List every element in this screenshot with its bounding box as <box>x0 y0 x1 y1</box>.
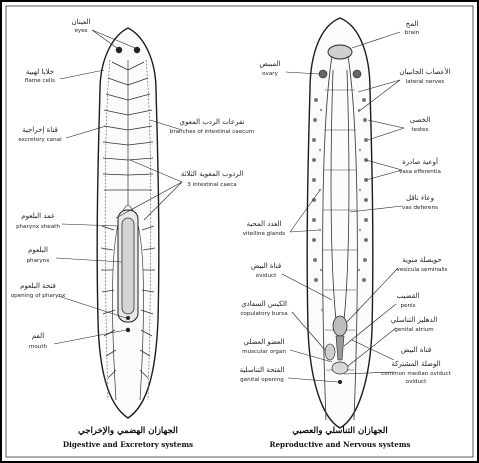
label-genital-opening-ar: الفتحة التناسلية <box>240 366 285 374</box>
label-caeca-en: 3 intestinal caeca <box>187 182 237 188</box>
ovary-left <box>319 70 327 78</box>
pharynx <box>122 218 134 314</box>
reproductive-nervous-worm <box>307 18 373 428</box>
label-pharynx-sheath-ar: غمد البلعوم <box>21 212 55 220</box>
caption-right-ar: الجهازان التناسلي والعصبي <box>292 425 387 436</box>
label-brain-en: brain <box>405 30 420 36</box>
label-oviduct-en: oviduct <box>256 273 277 279</box>
label-vas-deferens-en: vas deferens <box>402 205 438 211</box>
label-muscular-organ-ar: العضو العضلي <box>243 338 284 346</box>
genital-opening <box>338 380 342 384</box>
label-flame-cells-ar: خلايا لهبية <box>26 68 54 76</box>
label-flame-cells-en: flame cells <box>25 78 55 84</box>
ovary-right <box>353 70 361 78</box>
label-vesicula-ar: حويصلة منوية <box>402 256 441 264</box>
label-lateral-nerves-ar: الأعصاب الجانبيان <box>399 67 450 76</box>
copulatory-bursa <box>325 344 335 360</box>
label-brain-ar: المخ <box>406 20 419 28</box>
genital-atrium <box>332 362 348 374</box>
label-common-oviduct-ar: الوصلة المشتركة <box>391 360 440 368</box>
label-lateral-nerves-en: lateral nerves <box>406 79 445 85</box>
label-testes-en: testes <box>411 127 428 133</box>
digestive-excretory-worm <box>97 28 159 418</box>
label-eyes-ar: العينان <box>72 18 91 26</box>
label-bursa-ar: الكيس السفادي <box>241 300 287 308</box>
caption-right-en: Reproductive and Nervous systems <box>270 440 411 449</box>
label-atrium-ar: الدهليز التناسلي <box>391 316 437 324</box>
label-pharynx-ar: البلعوم <box>28 246 48 254</box>
caption-left-en: Digestive and Excretory systems <box>63 440 193 449</box>
label-vitelline-ar: الغدد المحية <box>247 220 282 228</box>
label-excretory-canal-ar: قناة إخراجية <box>22 126 58 134</box>
mouth <box>126 328 130 332</box>
label-genital-opening-en: genital opening <box>240 377 284 383</box>
label-pharynx-en: pharynx <box>27 258 51 264</box>
label-vasa-efferentia-en: vasa efferentia <box>399 169 441 175</box>
label-penis-ar: القضيب <box>397 292 420 300</box>
label-caeca-ar: الردوب المعوية الثلاثة <box>181 170 243 178</box>
label-oviduct-lower-ar: قناة البيض <box>401 346 431 354</box>
label-vasa-efferentia-ar: أوعية صادرة <box>402 157 438 166</box>
label-pharynx-opening-ar: فتحة البلعوم <box>20 282 56 290</box>
label-penis-en: penis <box>400 303 415 309</box>
label-muscular-organ-en: muscular organ <box>242 349 286 355</box>
label-branches-ar: تفرعات الردب المعوي <box>180 118 245 126</box>
label-atrium-en: genital atrium <box>394 327 434 333</box>
label-mouth-en: mouth <box>29 344 48 350</box>
label-common-oviduct-en2: oviduct <box>406 379 427 385</box>
label-ovary-ar: المبيض <box>260 60 281 68</box>
pharynx-opening <box>126 316 130 320</box>
label-ovary-en: ovary <box>262 71 278 77</box>
label-pharynx-sheath-en: pharynx sheath <box>16 224 60 230</box>
label-vas-deferens-ar: وعاء ناقل <box>406 194 434 202</box>
label-vitelline-en: vitelline glands <box>243 231 286 237</box>
label-bursa-en: copulatory bursa <box>240 311 287 317</box>
caption-left-ar: الجهازان الهضمي والإخراجي <box>78 425 178 436</box>
label-eyes-en: eyes <box>74 28 87 34</box>
seminal-vesicle <box>333 316 347 336</box>
label-branches-en: branches of intestinal caecum <box>170 129 254 135</box>
label-pharynx-opening-en: opening of pharynx <box>11 293 66 299</box>
label-vesicula-en: vesicula seminalis <box>397 267 448 273</box>
label-testes-ar: الخصى <box>410 116 431 124</box>
label-oviduct-ar: قناة البيض <box>251 262 281 270</box>
label-mouth-ar: الفم <box>32 332 44 340</box>
label-excretory-canal-en: excretory canal <box>18 137 62 143</box>
